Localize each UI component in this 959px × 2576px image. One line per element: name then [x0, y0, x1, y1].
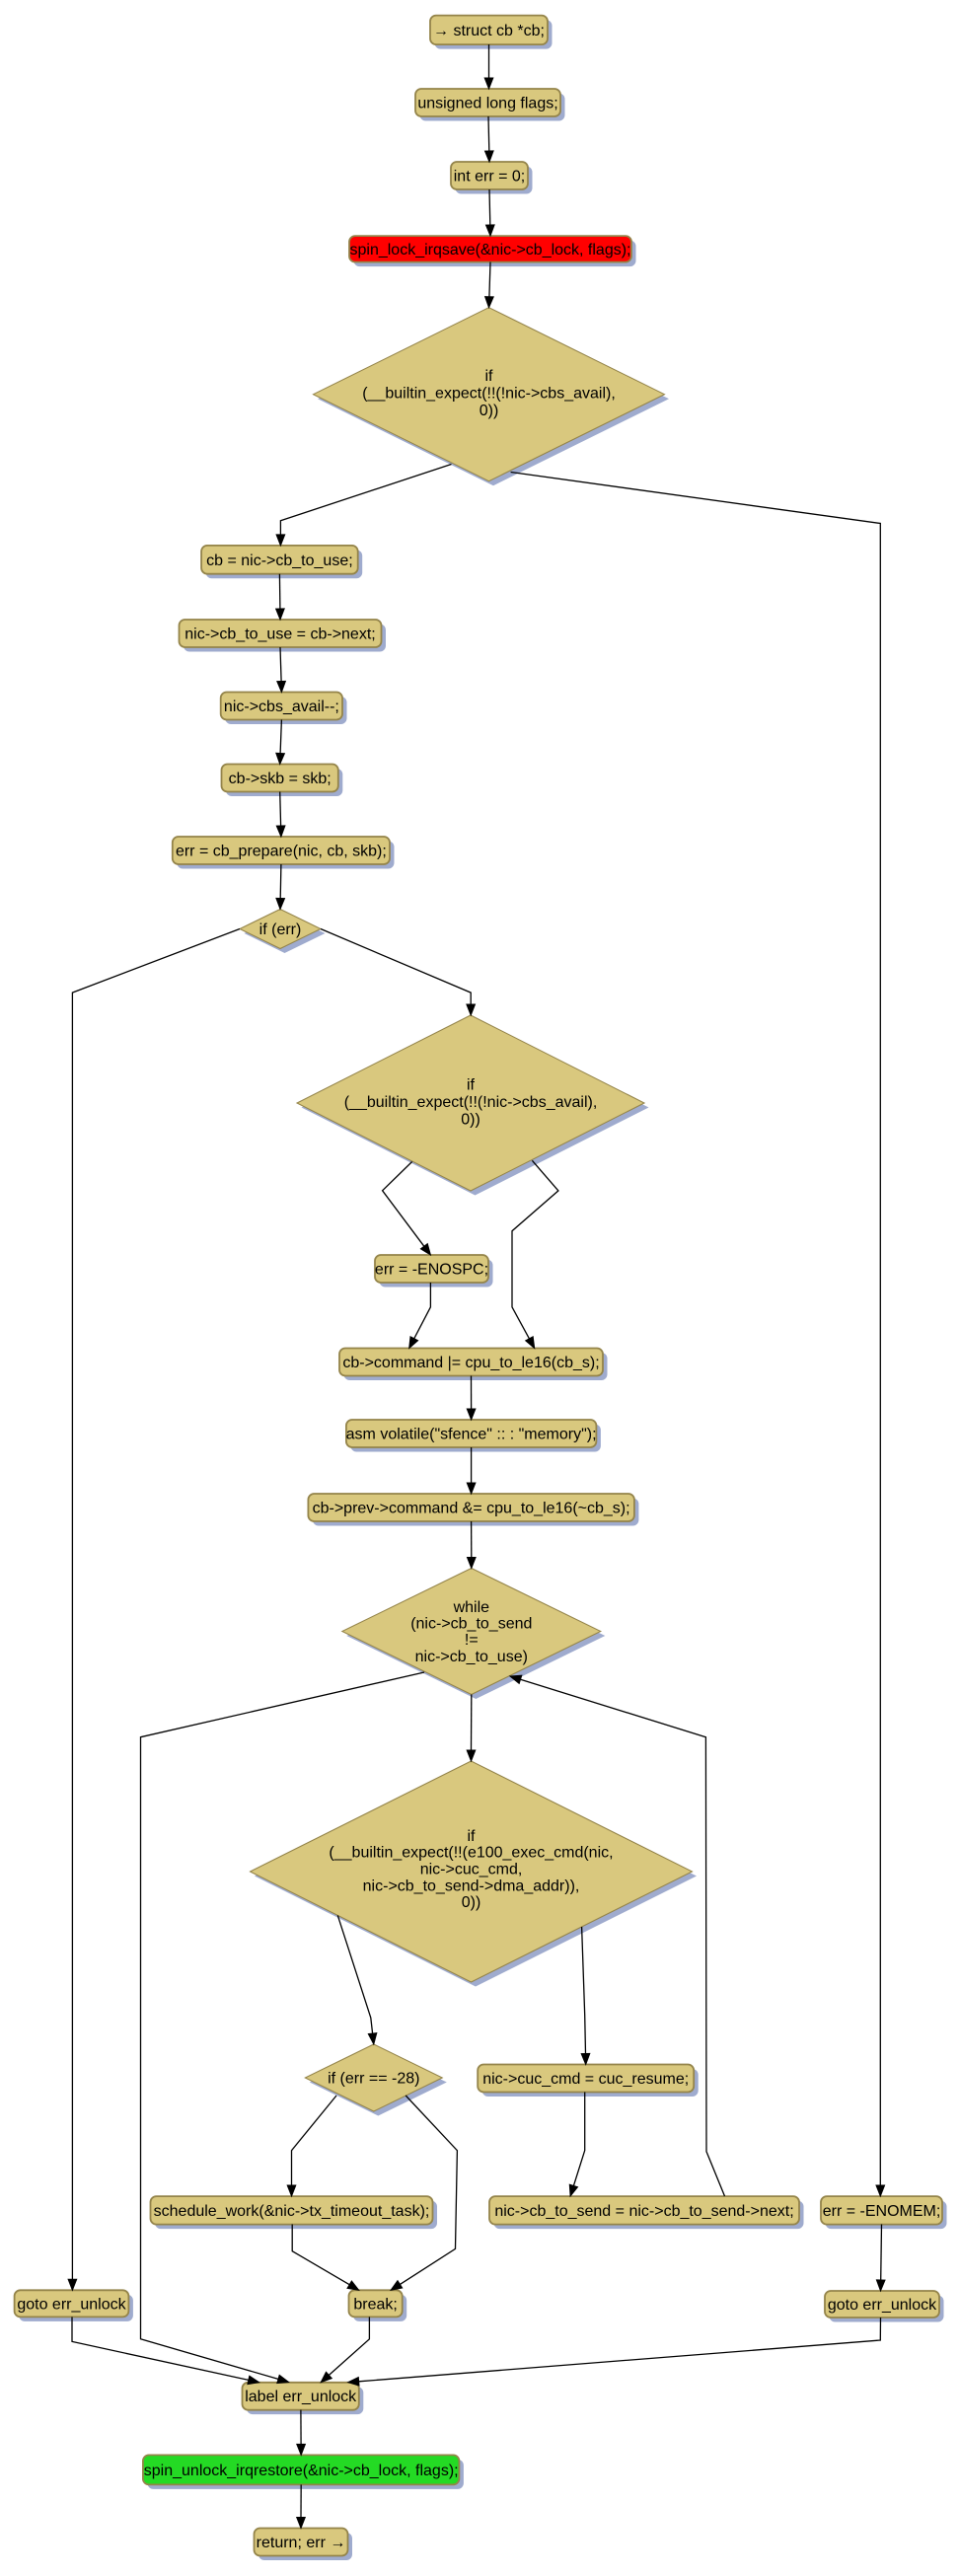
svg-text:if: if [468, 1828, 477, 1845]
svg-text:(__builtin_expect(!!(e100_exec: (__builtin_expect(!!(e100_exec_cmd(nic, [329, 1845, 613, 1862]
svg-text:err = -ENOMEM;: err = -ENOMEM; [823, 2203, 941, 2220]
svg-text:asm volatile("sfence" :: : "me: asm volatile("sfence" :: : "memory"); [346, 1427, 597, 1443]
svg-text:spin_lock_irqsave(&nic->cb_loc: spin_lock_irqsave(&nic->cb_lock, flags); [349, 242, 630, 258]
svg-text:cb->prev->command &= cpu_to_le: cb->prev->command &= cpu_to_le16(~cb_s); [313, 1501, 630, 1517]
svg-text:cb = nic->cb_to_use;: cb = nic->cb_to_use; [206, 552, 353, 569]
svg-text:nic->cbs_avail--;: nic->cbs_avail--; [224, 699, 339, 715]
svg-text:goto err_unlock: goto err_unlock [828, 2297, 937, 2314]
svg-text:label err_unlock: label err_unlock [245, 2389, 357, 2405]
svg-text:err = cb_prepare(nic, cb, skb): err = cb_prepare(nic, cb, skb); [176, 844, 387, 860]
svg-text:unsigned long flags;: unsigned long flags; [417, 96, 557, 112]
svg-text:if (err == -28): if (err == -28) [328, 2071, 419, 2088]
svg-text:0)): 0)) [461, 1112, 480, 1129]
svg-text:(__builtin_expect(!!(!nic->cbs: (__builtin_expect(!!(!nic->cbs_avail), [362, 386, 616, 403]
svg-text:nic->cb_to_use = cb->next;: nic->cb_to_use = cb->next; [184, 626, 375, 643]
svg-text:→ struct cb *cb;: → struct cb *cb; [433, 23, 545, 39]
svg-text:cb->command |= cpu_to_le16(cb_: cb->command |= cpu_to_le16(cb_s); [342, 1355, 599, 1371]
svg-text:nic->cb_to_send->dma_addr)),: nic->cb_to_send->dma_addr)), [363, 1877, 580, 1894]
svg-text:if: if [485, 368, 494, 385]
svg-text:cb->skb = skb;: cb->skb = skb; [229, 771, 332, 787]
svg-text:nic->cb_to_use): nic->cb_to_use) [415, 1649, 528, 1665]
svg-text:int err = 0;: int err = 0; [454, 169, 525, 185]
svg-text:0)): 0)) [462, 1894, 481, 1911]
svg-text:goto err_unlock: goto err_unlock [17, 2296, 126, 2313]
svg-text:return; err →: return; err → [257, 2535, 346, 2551]
svg-text:nic->cuc_cmd = cuc_resume;: nic->cuc_cmd = cuc_resume; [482, 2071, 689, 2088]
svg-text:(__builtin_expect(!!(!nic->cbs: (__builtin_expect(!!(!nic->cbs_avail), [344, 1094, 598, 1111]
svg-text:while: while [453, 1599, 490, 1616]
svg-text:if: if [467, 1077, 476, 1094]
svg-text:0)): 0)) [480, 403, 499, 419]
svg-text:!=: != [465, 1632, 479, 1649]
svg-text:(nic->cb_to_send: (nic->cb_to_send [410, 1616, 532, 1633]
svg-text:spin_unlock_irqrestore(&nic->c: spin_unlock_irqrestore(&nic->cb_lock, fl… [144, 2463, 459, 2479]
svg-text:nic->cb_to_send = nic->cb_to_s: nic->cb_to_send = nic->cb_to_send->next; [494, 2203, 793, 2220]
svg-text:break;: break; [353, 2296, 397, 2313]
svg-text:schedule_work(&nic->tx_timeout: schedule_work(&nic->tx_timeout_task); [154, 2203, 430, 2220]
svg-text:nic->cuc_cmd,: nic->cuc_cmd, [420, 1862, 523, 1878]
svg-text:if (err): if (err) [259, 921, 302, 938]
svg-text:err = -ENOSPC;: err = -ENOSPC; [375, 1262, 488, 1279]
